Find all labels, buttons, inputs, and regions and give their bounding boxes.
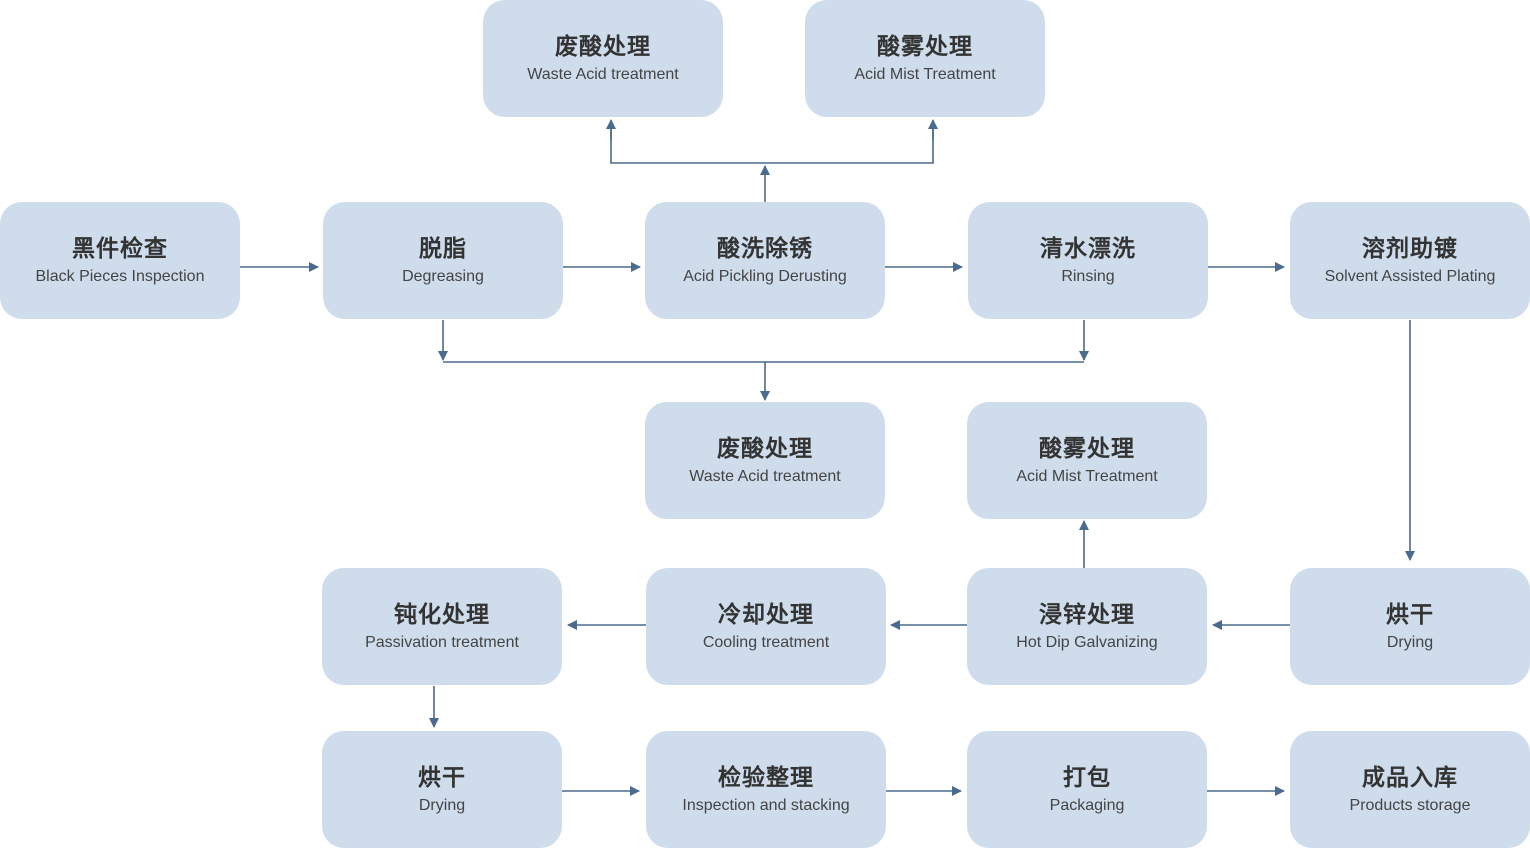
node-title-zh: 脱脂 — [419, 234, 467, 262]
node-inspection-and-stacking: 检验整理 Inspection and stacking — [646, 731, 886, 848]
node-title-en: Cooling treatment — [702, 633, 830, 651]
node-title-en: Black Pieces Inspection — [35, 267, 205, 285]
node-title-en: Hot Dip Galvanizing — [1016, 633, 1158, 651]
node-title-en: Solvent Assisted Plating — [1324, 267, 1496, 285]
node-title-zh: 烘干 — [418, 763, 466, 791]
node-title-zh: 酸雾处理 — [1039, 434, 1135, 462]
node-title-en: Packaging — [1049, 796, 1125, 814]
node-title-zh: 成品入库 — [1362, 763, 1458, 791]
node-title-en: Acid Mist Treatment — [1016, 467, 1158, 485]
node-title-zh: 黑件检查 — [72, 234, 168, 262]
node-title-zh: 浸锌处理 — [1039, 600, 1135, 628]
node-cooling-treatment: 冷却处理 Cooling treatment — [646, 568, 886, 685]
node-drying-2: 烘干 Drying — [322, 731, 562, 848]
node-hot-dip-galvanizing: 浸锌处理 Hot Dip Galvanizing — [967, 568, 1207, 685]
node-title-en: Passivation treatment — [365, 633, 519, 651]
node-title-en: Waste Acid treatment — [689, 467, 841, 485]
node-title-zh: 废酸处理 — [555, 32, 651, 60]
node-waste-acid-treatment-top: 废酸处理 Waste Acid treatment — [483, 0, 723, 117]
node-title-zh: 烘干 — [1386, 600, 1434, 628]
node-title-en: Drying — [418, 796, 466, 814]
node-title-en: Degreasing — [402, 267, 484, 285]
node-black-pieces-inspection: 黑件检查 Black Pieces Inspection — [0, 202, 240, 319]
node-title-en: Acid Mist Treatment — [854, 65, 996, 83]
node-title-zh: 钝化处理 — [394, 600, 490, 628]
node-acid-pickling-derusting: 酸洗除锈 Acid Pickling Derusting — [645, 202, 885, 319]
node-acid-mist-treatment-top: 酸雾处理 Acid Mist Treatment — [805, 0, 1045, 117]
node-title-zh: 检验整理 — [718, 763, 814, 791]
node-title-zh: 冷却处理 — [718, 600, 814, 628]
top-branch-line — [610, 126, 934, 164]
node-title-zh: 清水漂洗 — [1040, 234, 1136, 262]
node-title-zh: 打包 — [1063, 763, 1111, 791]
node-title-en: Products storage — [1349, 796, 1471, 814]
node-title-zh: 酸洗除锈 — [717, 234, 813, 262]
node-title-en: Drying — [1386, 633, 1434, 651]
node-degreasing: 脱脂 Degreasing — [323, 202, 563, 319]
node-drying-1: 烘干 Drying — [1290, 568, 1530, 685]
node-title-en: Rinsing — [1061, 267, 1115, 285]
node-products-storage: 成品入库 Products storage — [1290, 731, 1530, 848]
node-acid-mist-treatment-mid: 酸雾处理 Acid Mist Treatment — [967, 402, 1207, 519]
node-title-en: Inspection and stacking — [682, 796, 850, 814]
node-title-zh: 溶剂助镀 — [1362, 234, 1458, 262]
node-solvent-assisted-plating: 溶剂助镀 Solvent Assisted Plating — [1290, 202, 1530, 319]
node-packaging: 打包 Packaging — [967, 731, 1207, 848]
node-title-zh: 酸雾处理 — [877, 32, 973, 60]
node-waste-acid-treatment-mid: 废酸处理 Waste Acid treatment — [645, 402, 885, 519]
node-title-en: Waste Acid treatment — [527, 65, 679, 83]
node-title-zh: 废酸处理 — [717, 434, 813, 462]
node-title-en: Acid Pickling Derusting — [683, 267, 847, 285]
node-rinsing: 清水漂洗 Rinsing — [968, 202, 1208, 319]
node-passivation-treatment: 钝化处理 Passivation treatment — [322, 568, 562, 685]
